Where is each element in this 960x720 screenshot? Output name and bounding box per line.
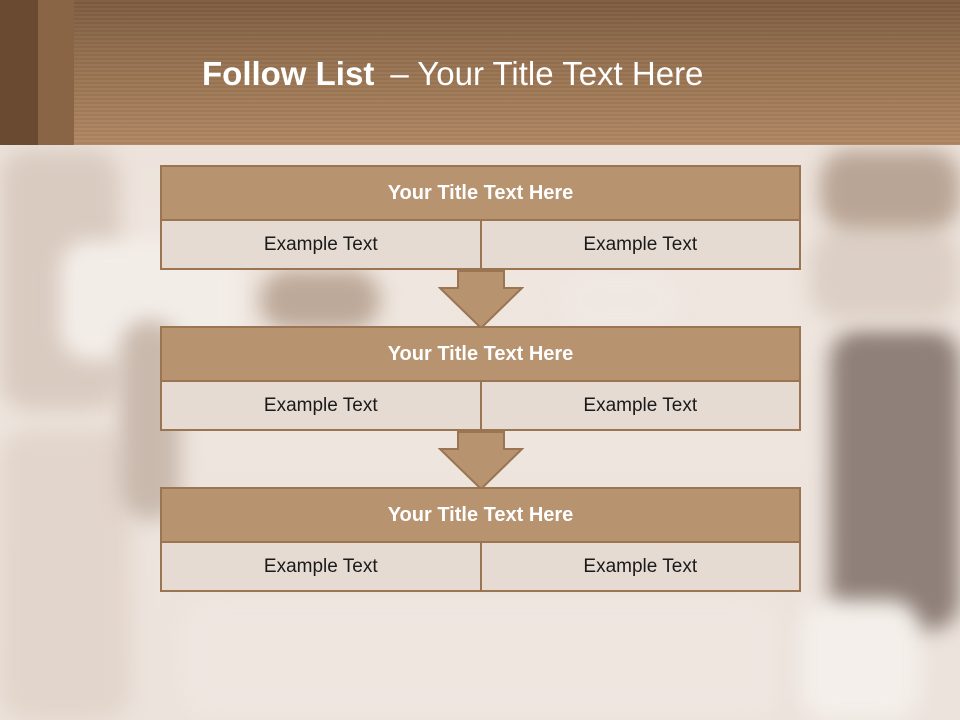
header-accent-mid (38, 0, 74, 145)
page-title: Follow List – Your Title Text Here (202, 55, 703, 93)
list-block-2: Your Title Text Here Example Text Exampl… (160, 326, 801, 431)
block-cell-right: Example Text (481, 543, 801, 592)
bg-shape (820, 150, 960, 230)
list-block-3: Your Title Text Here Example Text Exampl… (160, 487, 801, 592)
block-title: Your Title Text Here (160, 326, 801, 382)
title-bold: Follow List (202, 55, 375, 92)
block-title: Your Title Text Here (160, 165, 801, 221)
block-cell-right: Example Text (481, 221, 801, 270)
bg-shape (180, 600, 780, 720)
down-arrow-icon (438, 431, 524, 491)
block-row: Example Text Example Text (160, 382, 801, 431)
list-block-1: Your Title Text Here Example Text Exampl… (160, 165, 801, 270)
title-rest: – Your Title Text Here (390, 55, 704, 92)
header-texture (74, 0, 960, 145)
down-arrow-icon (438, 270, 524, 330)
block-cell-left: Example Text (160, 382, 482, 431)
block-cell-left: Example Text (160, 543, 482, 592)
block-row: Example Text Example Text (160, 221, 801, 270)
header-band (0, 0, 960, 145)
bg-shape (260, 270, 380, 330)
bg-shape (830, 330, 960, 630)
block-title: Your Title Text Here (160, 487, 801, 543)
header-accent-dark (0, 0, 38, 145)
block-cell-left: Example Text (160, 221, 482, 270)
bg-shape (560, 270, 680, 330)
block-row: Example Text Example Text (160, 543, 801, 592)
bg-shape (800, 600, 920, 720)
bg-shape (0, 430, 130, 720)
bg-shape (810, 230, 960, 320)
block-cell-right: Example Text (481, 382, 801, 431)
